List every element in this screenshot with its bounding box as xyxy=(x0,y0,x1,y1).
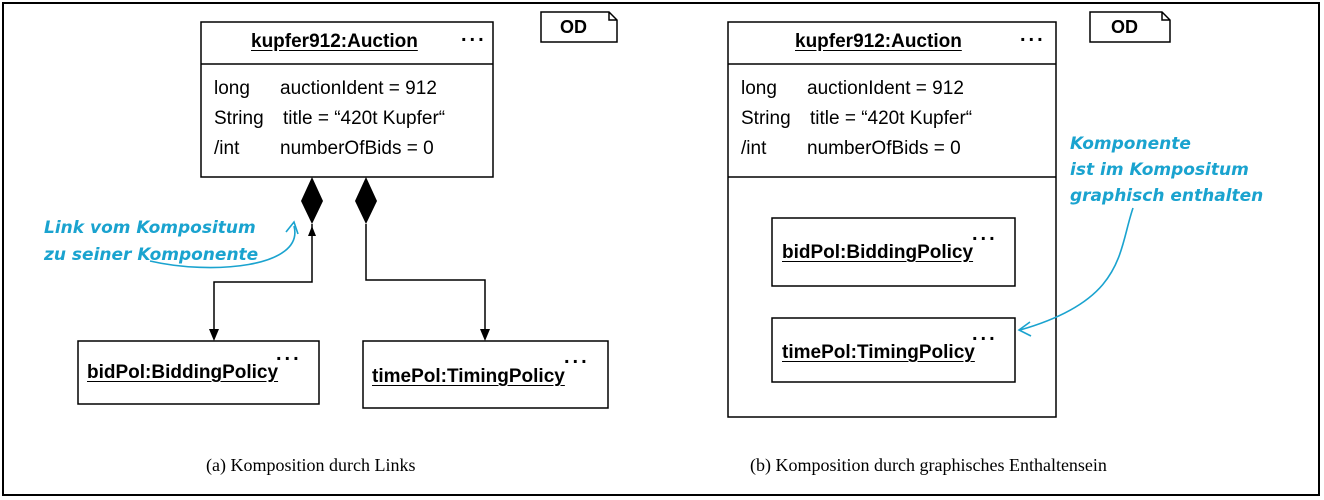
note-a-line-1: Link vom Kompositum xyxy=(44,218,256,238)
attr-text-b-2: title = “420t Kupfer“ xyxy=(810,108,973,129)
attr-type-b-3: /int xyxy=(741,138,767,159)
attr-type-a-2: String xyxy=(214,108,264,129)
auction-box-b xyxy=(727,21,1057,418)
note-a-line-2: zu seiner Komponente xyxy=(44,245,259,265)
more-icon-bidding-b: ... xyxy=(972,223,998,245)
timing-name-b: timePol:TimingPolicy xyxy=(782,342,975,363)
note-arrow-a xyxy=(149,225,296,269)
more-icon-timing-a: ... xyxy=(564,346,590,368)
caption-b: (b) Komposition durch graphisches Enthal… xyxy=(750,455,1107,475)
attr-text-b-3: numberOfBids = 0 xyxy=(807,138,961,159)
bidding-name-a: bidPol:BiddingPolicy xyxy=(87,362,279,383)
auction-name-b: kupfer912:Auction xyxy=(795,31,962,52)
attr-text-a-3: numberOfBids = 0 xyxy=(280,138,434,159)
od-label-b: OD xyxy=(1111,17,1138,37)
od-tag-b xyxy=(1089,11,1171,43)
link-to-bidding xyxy=(213,224,313,333)
attr-type-a-1: long xyxy=(214,78,250,99)
timing-box-b xyxy=(771,317,1016,383)
note-arrowhead-b xyxy=(1017,321,1032,337)
more-icon-auction-a: ... xyxy=(461,24,487,46)
attr-text-a-1: auctionIdent = 912 xyxy=(280,78,437,99)
note-arrowhead-a xyxy=(285,220,299,235)
note-b-line-2: ist im Kompositum xyxy=(1070,160,1249,180)
auction-box-a xyxy=(200,21,494,178)
arrowhead-bidding xyxy=(209,329,219,341)
composition-diamond-2 xyxy=(355,177,377,224)
arrowhead-upper xyxy=(308,226,316,236)
timing-name-a: timePol:TimingPolicy xyxy=(372,366,565,387)
bidding-name-b: bidPol:BiddingPolicy xyxy=(782,242,974,263)
more-icon-bidding-a: ... xyxy=(276,343,302,365)
attr-type-b-2: String xyxy=(741,108,791,129)
od-label-a: OD xyxy=(560,17,587,37)
arrowhead-timing xyxy=(480,329,490,341)
attr-text-b-1: auctionIdent = 912 xyxy=(807,78,964,99)
bidding-box-b xyxy=(771,217,1016,287)
attr-text-a-2: title = “420t Kupfer“ xyxy=(283,108,446,129)
timing-box-a xyxy=(362,340,609,409)
caption-a: (a) Komposition durch Links xyxy=(206,455,416,475)
note-arrow-b xyxy=(1019,207,1134,331)
od-tag-a xyxy=(540,11,618,43)
attr-type-b-1: long xyxy=(741,78,777,99)
link-to-timing xyxy=(365,224,486,333)
composition-diamond-1 xyxy=(301,177,323,224)
more-icon-timing-b: ... xyxy=(972,323,998,345)
attr-type-a-3: /int xyxy=(214,138,240,159)
note-b-line-3: graphisch enthalten xyxy=(1070,186,1264,206)
more-icon-auction-b: ... xyxy=(1020,24,1046,46)
bidding-box-a xyxy=(77,340,320,405)
note-b-line-1: Komponente xyxy=(1070,134,1191,154)
auction-name-a: kupfer912:Auction xyxy=(251,31,418,52)
